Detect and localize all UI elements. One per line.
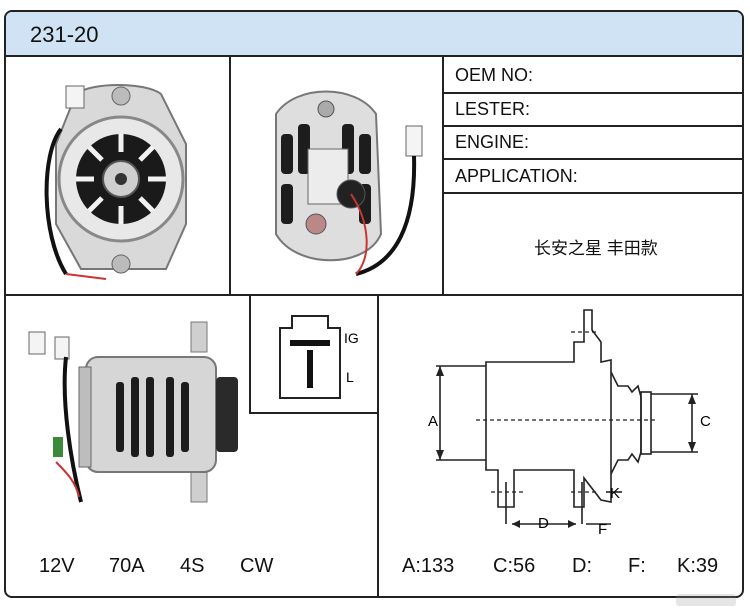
voltage-value: 12V [39, 555, 75, 577]
dimension-d-value: D: [572, 555, 592, 577]
watermark-logo [676, 594, 736, 606]
dim-a-label: A [428, 413, 438, 430]
amperage-value: 70A [109, 555, 145, 577]
divider [444, 125, 742, 127]
dimension-f-value: F: [628, 555, 646, 577]
dimension-c-value: C:56 [493, 555, 536, 577]
divider [229, 57, 231, 295]
alternator-front-photo [44, 84, 187, 280]
spec-lester-label: LESTER: [455, 99, 531, 119]
pulley-value: 4S [180, 555, 205, 577]
rotation-value: CW [240, 555, 274, 577]
spec-oem-label: OEM NO: [455, 65, 534, 85]
application-value: 长安之星 丰田款 [534, 239, 658, 258]
dimension-a-value: A:133 [402, 555, 455, 577]
dimension-drawing: A C D F K [428, 309, 711, 538]
header-bar: 231-20 [6, 12, 742, 57]
dim-c-label: C [700, 413, 711, 430]
part-number-title: 231-20 [30, 22, 99, 47]
divider [377, 296, 379, 596]
plug-ig-label: IG [344, 330, 359, 346]
product-card: 231-20 OEM NO: LESTER: ENGINE: APPLICATI… [4, 10, 744, 598]
alternator-side-photo [28, 321, 238, 503]
divider [442, 57, 444, 295]
dimension-k-value: K:39 [677, 555, 719, 577]
divider [444, 192, 742, 194]
dim-d-label: D [538, 515, 549, 532]
dim-f-label: F [598, 521, 607, 538]
alternator-rear-photo [275, 90, 423, 276]
dim-k-label: K [610, 485, 620, 502]
divider [6, 294, 742, 296]
divider [249, 412, 378, 414]
divider [444, 92, 742, 94]
divider [444, 158, 742, 160]
divider [249, 296, 251, 414]
spec-engine-label: ENGINE: [455, 132, 530, 152]
plug-l-label: L [346, 369, 354, 385]
plug-diagram: IG L [279, 315, 359, 399]
spec-application-label: APPLICATION: [455, 166, 578, 186]
